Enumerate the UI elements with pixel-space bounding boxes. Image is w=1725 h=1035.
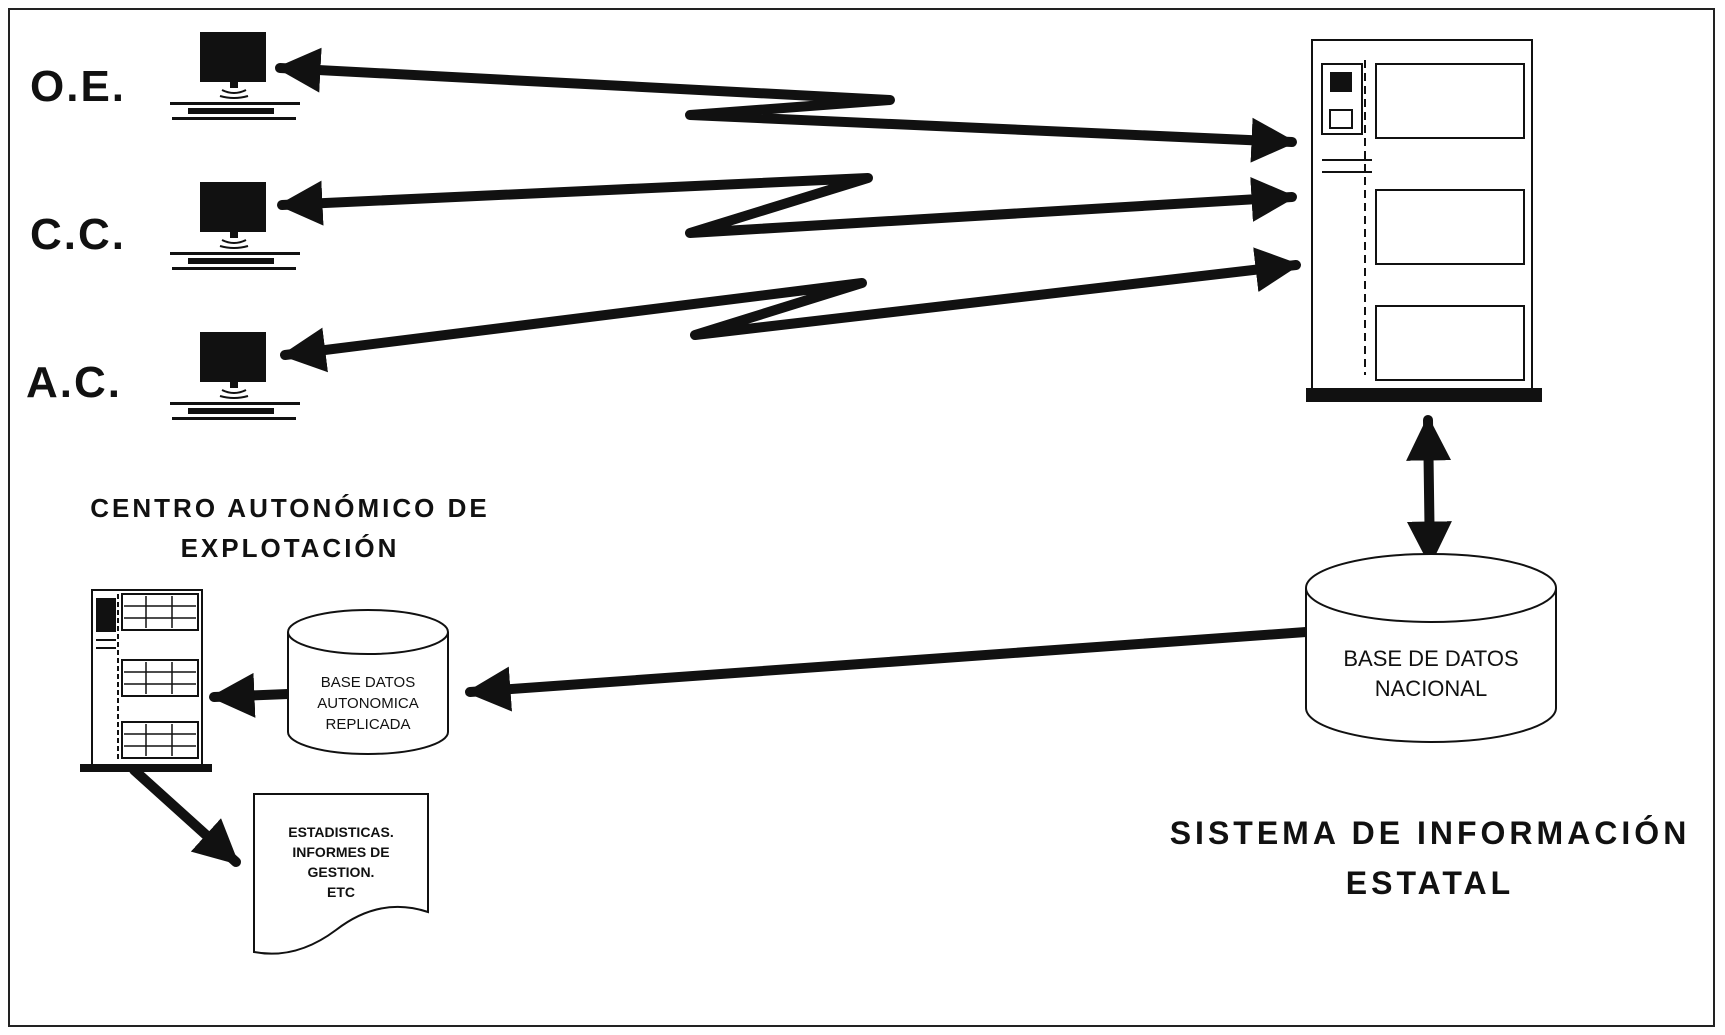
- link-replica-db-to-regional-center: [209, 672, 293, 718]
- terminal-label-cc: C.C.: [30, 210, 126, 259]
- link-ac-to-server: [280, 247, 1301, 373]
- diagram-frame: [8, 8, 1715, 1027]
- replica-db-line1: BASE DATOS: [320, 674, 416, 691]
- national-db-label: BASE DE DATOS NACIONAL: [1306, 644, 1556, 704]
- replica-db-line3: REPLICADA: [325, 716, 411, 733]
- regional-center-title-line1: CENTRO AUTONÓMICO DE: [90, 493, 490, 523]
- report-doc-line3: GESTION.: [307, 864, 375, 880]
- national-db-line1: BASE DE DATOS: [1343, 646, 1519, 671]
- regional-center-title: CENTRO AUTONÓMICO DE EXPLOTACIÓN: [40, 488, 540, 568]
- link-cc-to-server: [277, 173, 1297, 238]
- report-doc-line2: INFORMES DE: [292, 844, 390, 860]
- state-system-title-line1: SISTEMA DE INFORMACIÓN: [1169, 815, 1691, 851]
- replica-db-line2: AUTONOMICA: [317, 695, 419, 712]
- national-db-icon: [1305, 553, 1557, 743]
- terminal-label-oe: O.E.: [30, 62, 127, 111]
- terminal-oe-icon: [169, 31, 301, 121]
- report-document-icon: [253, 793, 429, 955]
- link-national-to-replica-db: [465, 627, 1311, 712]
- central-server-icon: [1306, 39, 1542, 402]
- report-doc-line1: ESTADISTICAS.: [288, 824, 394, 840]
- state-system-title: SISTEMA DE INFORMACIÓN ESTATAL: [1150, 808, 1710, 908]
- terminal-cc-icon: [169, 181, 301, 271]
- terminal-ac-icon: [169, 331, 301, 421]
- regional-center-title-line2: EXPLOTACIÓN: [180, 533, 400, 563]
- report-document-label: ESTADISTICAS. INFORMES DE GESTION. ETC: [254, 822, 428, 902]
- replica-db-label: BASE DATOS AUTONOMICA REPLICADA: [288, 672, 448, 735]
- state-system-title-line2: ESTATAL: [1345, 865, 1515, 901]
- report-doc-line4: ETC: [327, 884, 355, 900]
- terminal-label-ac: A.C.: [26, 358, 122, 407]
- link-server-to-national-db: [1406, 415, 1452, 567]
- link-oe-to-server: [275, 47, 1297, 163]
- regional-server-icon: [80, 589, 212, 772]
- link-regional-center-to-reports: [129, 765, 241, 867]
- replica-db-icon: [287, 609, 449, 755]
- national-db-line2: NACIONAL: [1374, 676, 1488, 701]
